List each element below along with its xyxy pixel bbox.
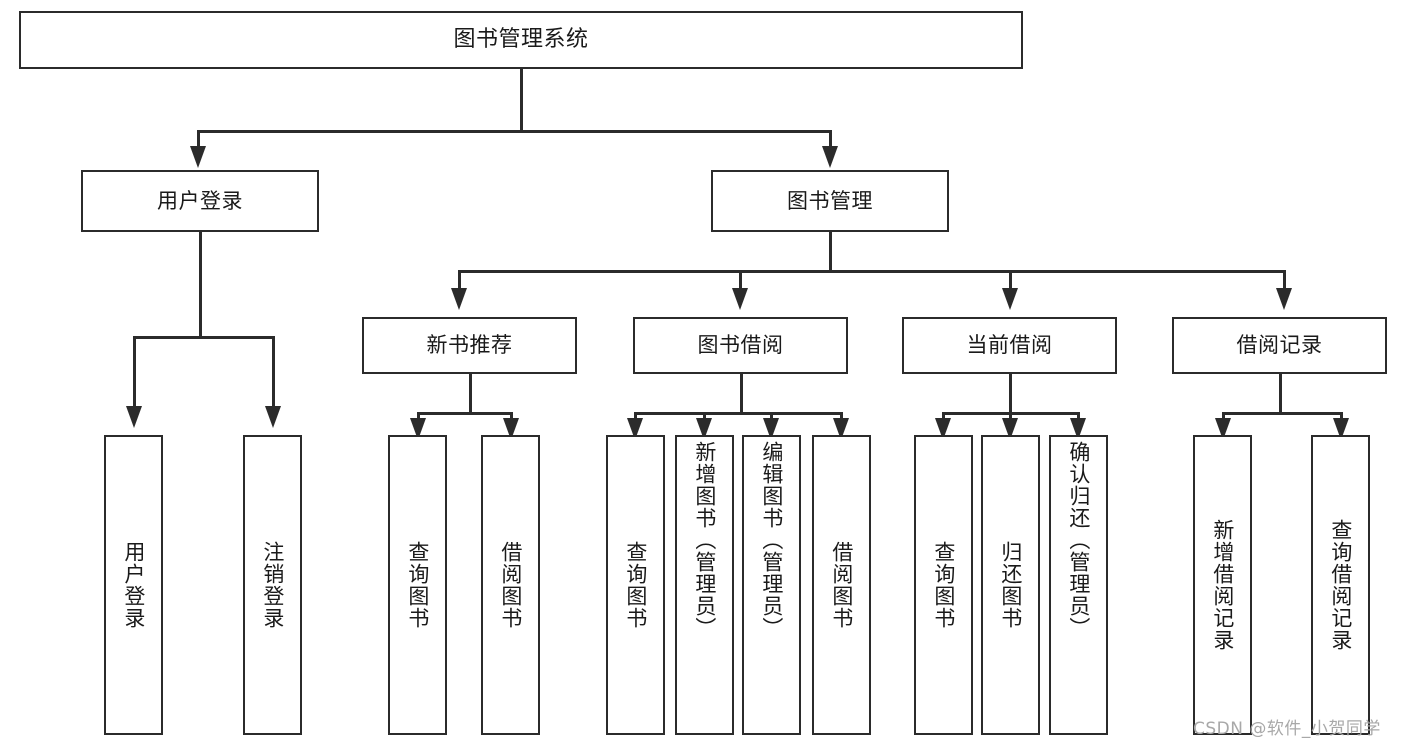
leaf-edit-book-admin[interactable]: 编辑图书（管理员） xyxy=(742,435,801,735)
leaf-confirm-return-admin[interactable]: 确认归还（管理员） xyxy=(1049,435,1108,735)
arrow-down-icon xyxy=(1333,418,1349,440)
node-user-login[interactable]: 用户登录 xyxy=(81,170,319,232)
leaf-user-logout[interactable]: 注销登录 xyxy=(243,435,302,735)
node-book-management[interactable]: 图书管理 xyxy=(711,170,949,232)
arrow-down-icon xyxy=(696,418,712,440)
connector-book-borrow-stem xyxy=(740,374,743,414)
leaf-user-login[interactable]: 用户登录 xyxy=(104,435,163,735)
arrow-down-icon xyxy=(763,418,779,440)
arrow-down-icon xyxy=(1215,418,1231,440)
arrow-down-icon xyxy=(1002,288,1018,310)
node-label: 查询图书 xyxy=(931,541,956,629)
csdn-watermark: CSDN @软件_小贺同学 xyxy=(1193,719,1381,739)
node-label: 用户登录 xyxy=(157,188,243,213)
arrow-down-icon xyxy=(265,406,281,428)
node-label: 编辑图书（管理员） xyxy=(759,441,784,639)
connector-book-mgmt-drop-4 xyxy=(1283,270,1286,292)
connector-book-borrow-rail xyxy=(634,412,842,415)
arrow-down-icon xyxy=(935,418,951,440)
node-new-book-recommend[interactable]: 新书推荐 xyxy=(362,317,577,374)
connector-book-mgmt-drop-3 xyxy=(1009,270,1012,292)
connector-user-login-rail xyxy=(133,336,275,339)
node-root-system[interactable]: 图书管理系统 xyxy=(19,11,1023,69)
node-label: 查询借阅记录 xyxy=(1328,519,1353,651)
connector-level1-drop-left xyxy=(197,130,200,152)
connector-level1-rail xyxy=(197,130,831,133)
arrow-down-icon xyxy=(1002,418,1018,440)
node-label: 查询图书 xyxy=(623,541,648,629)
node-label: 图书借阅 xyxy=(697,333,784,358)
node-label: 借阅图书 xyxy=(829,541,854,629)
leaf-query-book-current[interactable]: 查询图书 xyxy=(914,435,973,735)
leaf-borrow-book-recommend[interactable]: 借阅图书 xyxy=(481,435,540,735)
connector-level1-drop-right xyxy=(829,130,832,152)
node-label: 新增图书（管理员） xyxy=(692,441,717,639)
node-label: 借阅图书 xyxy=(498,541,523,629)
leaf-add-borrow-record[interactable]: 新增借阅记录 xyxy=(1193,435,1252,735)
leaf-borrow-book[interactable]: 借阅图书 xyxy=(812,435,871,735)
arrow-down-icon xyxy=(190,146,206,168)
connector-book-mgmt-drop-1 xyxy=(458,270,461,292)
arrow-down-icon xyxy=(732,288,748,310)
connector-book-mgmt-rail xyxy=(458,270,1286,273)
arrow-down-icon xyxy=(503,418,519,440)
node-current-borrow[interactable]: 当前借阅 xyxy=(902,317,1117,374)
node-label: 注销登录 xyxy=(260,541,285,629)
node-label: 查询图书 xyxy=(405,541,430,629)
arrow-down-icon xyxy=(126,406,142,428)
node-borrow-record[interactable]: 借阅记录 xyxy=(1172,317,1387,374)
node-book-borrow[interactable]: 图书借阅 xyxy=(633,317,848,374)
node-label: 借阅记录 xyxy=(1236,333,1323,358)
connector-user-login-drop-1 xyxy=(133,336,136,412)
connector-book-mgmt-drop-2 xyxy=(739,270,742,292)
leaf-query-book-recommend[interactable]: 查询图书 xyxy=(388,435,447,735)
leaf-query-book-borrow[interactable]: 查询图书 xyxy=(606,435,665,735)
connector-user-login-drop-2 xyxy=(272,336,275,412)
leaf-return-book[interactable]: 归还图书 xyxy=(981,435,1040,735)
node-label: 新书推荐 xyxy=(426,333,513,358)
connector-new-book-rail xyxy=(417,412,512,415)
arrow-down-icon xyxy=(410,418,426,440)
node-label: 归还图书 xyxy=(998,541,1023,629)
node-label: 图书管理系统 xyxy=(453,27,589,53)
arrow-down-icon xyxy=(451,288,467,310)
leaf-query-borrow-record[interactable]: 查询借阅记录 xyxy=(1311,435,1370,735)
connector-current-borrow-stem xyxy=(1009,374,1012,414)
node-label: 用户登录 xyxy=(121,541,146,629)
arrow-down-icon xyxy=(833,418,849,440)
arrow-down-icon xyxy=(627,418,643,440)
connector-user-login-stem xyxy=(199,232,202,338)
node-label: 新增借阅记录 xyxy=(1210,519,1235,651)
connector-root-stem xyxy=(520,69,523,131)
connector-book-mgmt-stem xyxy=(829,232,832,272)
arrow-down-icon xyxy=(822,146,838,168)
connector-borrow-record-rail xyxy=(1222,412,1342,415)
node-label: 当前借阅 xyxy=(966,333,1053,358)
leaf-add-book-admin[interactable]: 新增图书（管理员） xyxy=(675,435,734,735)
arrow-down-icon xyxy=(1070,418,1086,440)
node-label: 确认归还（管理员） xyxy=(1066,441,1091,639)
connector-borrow-record-stem xyxy=(1279,374,1282,414)
connector-new-book-stem xyxy=(469,374,472,414)
arrow-down-icon xyxy=(1276,288,1292,310)
node-label: 图书管理 xyxy=(787,188,873,213)
